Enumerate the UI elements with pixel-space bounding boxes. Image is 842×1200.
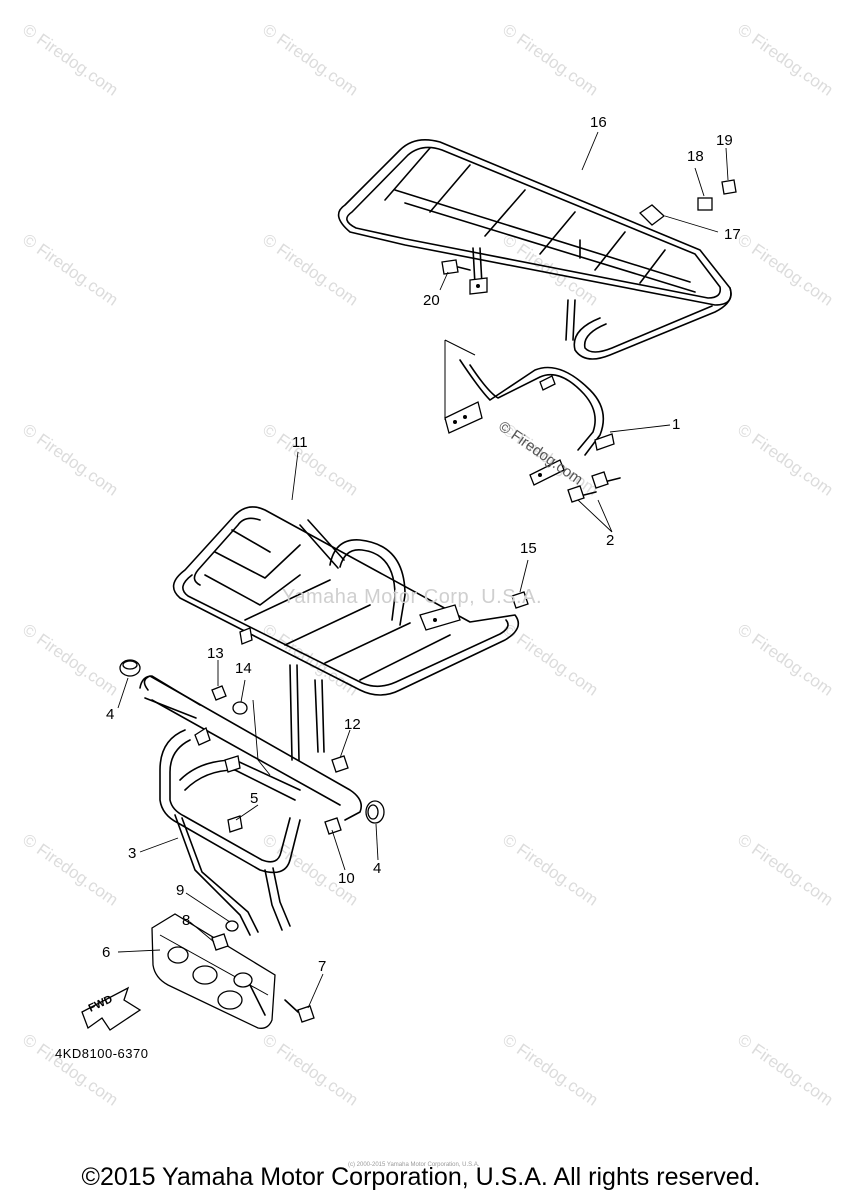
callout-10[interactable]: 10: [338, 870, 355, 887]
callout-4-right[interactable]: 4: [373, 860, 382, 877]
copyright-notice: ©2015 Yamaha Motor Corporation, U.S.A. A…: [81, 1163, 761, 1191]
callout-1[interactable]: 1: [672, 416, 681, 433]
leader-lines: [117, 131, 729, 1009]
callout-2[interactable]: 2: [606, 532, 615, 549]
callout-11[interactable]: 11: [292, 434, 308, 451]
callout-17[interactable]: 17: [724, 226, 741, 243]
callout-18[interactable]: 18: [687, 148, 704, 165]
callout-9[interactable]: 9: [176, 882, 185, 899]
callout-5[interactable]: 5: [250, 790, 259, 807]
callout-15[interactable]: 15: [520, 540, 537, 557]
callout-16[interactable]: 16: [590, 114, 607, 131]
rear-bracket-drawing: [444, 339, 615, 486]
callout-20[interactable]: 20: [423, 292, 440, 309]
front-carrier-drawing: [172, 506, 520, 761]
fasteners-drawing: [211, 179, 737, 1023]
skid-plate-drawing: [81, 913, 276, 1031]
callout-14[interactable]: 14: [235, 660, 252, 677]
callout-8[interactable]: 8: [182, 912, 191, 929]
front-guard-drawing: [119, 659, 385, 936]
diagram-code: 4KD8100-6370: [55, 1046, 149, 1061]
callout-3[interactable]: 3: [128, 845, 137, 862]
callout-4-left[interactable]: 4: [106, 706, 115, 723]
rear-carrier-drawing: [337, 139, 732, 360]
callout-13[interactable]: 13: [207, 645, 224, 662]
callout-12[interactable]: 12: [344, 716, 361, 733]
callout-19[interactable]: 19: [716, 132, 733, 149]
callout-6[interactable]: 6: [102, 944, 111, 961]
callout-7[interactable]: 7: [318, 958, 327, 975]
small-print: (c) 2000-2015 Yamaha Motor Corporation, …: [348, 1162, 480, 1168]
center-watermark: Yamaha Motor Corp, U.S.A.: [282, 586, 542, 608]
